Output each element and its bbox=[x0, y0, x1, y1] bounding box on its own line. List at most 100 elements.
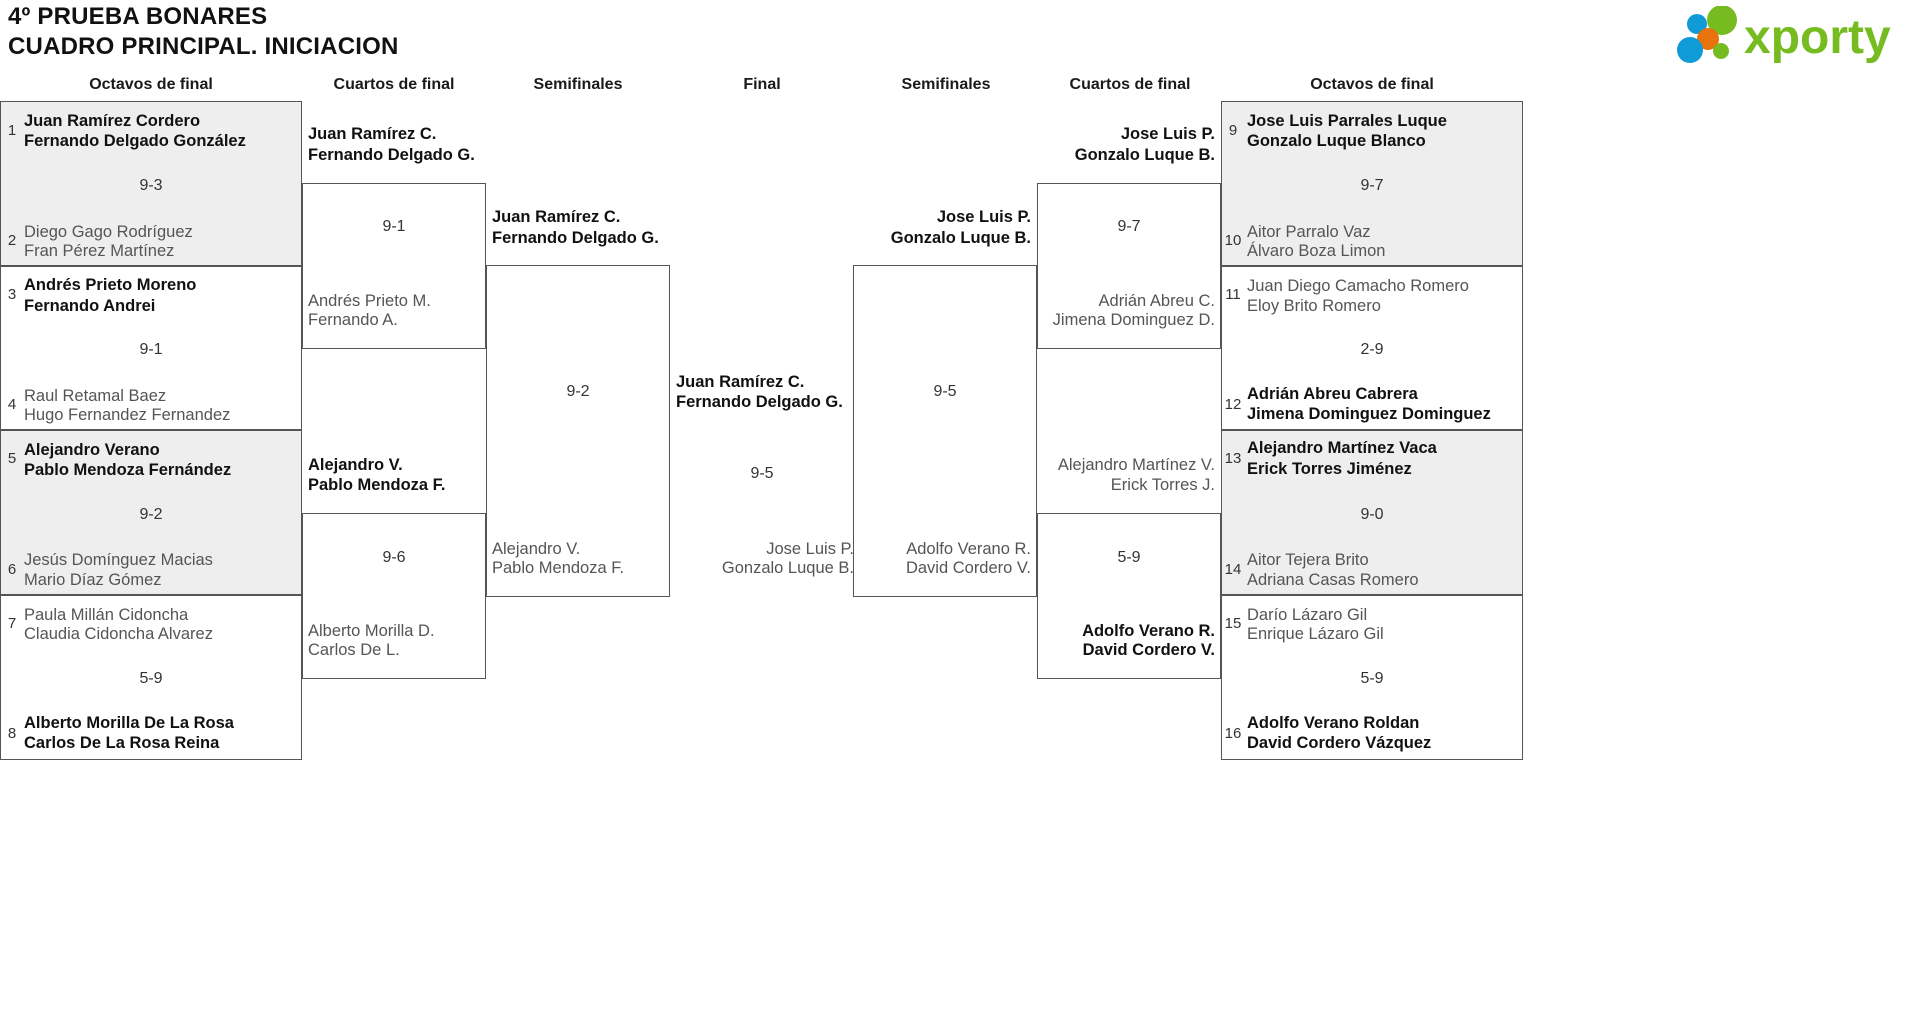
match-box-left-r16-1[interactable] bbox=[0, 101, 302, 266]
team-name: Aitor Tejera Brito bbox=[1247, 551, 1369, 569]
match-box-left-r16-2[interactable] bbox=[0, 266, 302, 430]
team-name: Adolfo Verano R. bbox=[1082, 622, 1215, 640]
team-name: David Cordero V. bbox=[1082, 641, 1215, 659]
round-header-left-r16: Octavos de final bbox=[89, 76, 213, 93]
seed-number: 9 bbox=[1228, 122, 1238, 139]
match-score: 9-1 bbox=[139, 341, 163, 358]
match-score: 5-9 bbox=[139, 670, 163, 687]
team-name: Enrique Lázaro Gil bbox=[1247, 625, 1384, 643]
team-name: Fran Pérez Martínez bbox=[24, 242, 175, 260]
seed-number: 1 bbox=[7, 122, 17, 139]
seed-number: 5 bbox=[7, 450, 17, 467]
team-name: Jose Luis Parrales Luque bbox=[1247, 112, 1447, 130]
match-score: 9-1 bbox=[382, 218, 406, 235]
team-name: Fernando A. bbox=[308, 311, 398, 329]
seed-number: 16 bbox=[1224, 725, 1242, 742]
team-name: Mario Díaz Gómez bbox=[24, 571, 162, 589]
team-name: Alberto Morilla De La Rosa bbox=[24, 714, 234, 732]
team-name: Jose Luis P. bbox=[1120, 125, 1215, 143]
final-runnerup-name: Gonzalo Luque B. bbox=[721, 559, 854, 577]
round-header-left-qf: Cuartos de final bbox=[333, 76, 455, 93]
seed-number: 15 bbox=[1224, 615, 1242, 632]
team-name: Alejandro Martínez V. bbox=[1057, 456, 1215, 474]
team-name: Alejandro V. bbox=[492, 540, 581, 558]
match-score: 9-5 bbox=[933, 383, 957, 400]
final-runnerup-name: Jose Luis P. bbox=[766, 540, 854, 558]
match-score: 9-2 bbox=[566, 383, 590, 400]
round-header-right-qf: Cuartos de final bbox=[1069, 76, 1191, 93]
team-name: Alejandro Martínez Vaca bbox=[1247, 439, 1437, 457]
title-line-2: CUADRO PRINCIPAL. INICIACION bbox=[8, 33, 399, 60]
match-score: 9-3 bbox=[139, 177, 163, 194]
team-name: Aitor Parralo Vaz bbox=[1247, 223, 1371, 241]
team-name: Adrián Abreu C. bbox=[1098, 292, 1215, 310]
page-title: 4º PRUEBA BONARES CUADRO PRINCIPAL. INIC… bbox=[8, 2, 399, 62]
team-name: Andrés Prieto M. bbox=[308, 292, 431, 310]
match-score: 5-9 bbox=[1360, 670, 1384, 687]
seed-number: 2 bbox=[7, 232, 17, 249]
match-box-right-r16-1[interactable] bbox=[1221, 101, 1523, 266]
team-name: Diego Gago Rodríguez bbox=[24, 223, 193, 241]
match-box-right-r16-3[interactable] bbox=[1221, 430, 1523, 595]
team-name: Fernando Delgado G. bbox=[308, 146, 475, 164]
match-box-left-sf[interactable] bbox=[486, 265, 670, 597]
seed-number: 13 bbox=[1224, 450, 1242, 467]
team-name: Pablo Mendoza F. bbox=[492, 559, 625, 577]
team-name: Fernando Delgado González bbox=[24, 132, 246, 150]
match-score: 9-7 bbox=[1360, 177, 1384, 194]
seed-number: 3 bbox=[7, 286, 17, 303]
team-name: Álvaro Boza Limon bbox=[1247, 242, 1386, 260]
team-name: Jimena Dominguez D. bbox=[1052, 311, 1215, 329]
team-name: Hugo Fernandez Fernandez bbox=[24, 406, 231, 424]
team-name: Erick Torres J. bbox=[1110, 476, 1215, 494]
match-box-right-r16-4[interactable] bbox=[1221, 595, 1523, 760]
match-box-right-qf-2[interactable] bbox=[1037, 513, 1221, 679]
match-box-right-sf[interactable] bbox=[853, 265, 1037, 597]
final-winner-name: Fernando Delgado G. bbox=[676, 393, 843, 411]
team-name: Adrián Abreu Cabrera bbox=[1247, 385, 1418, 403]
match-box-left-qf-1[interactable] bbox=[302, 183, 486, 349]
match-score: 9-0 bbox=[1360, 506, 1384, 523]
team-name: Gonzalo Luque B. bbox=[890, 229, 1031, 247]
seed-number: 14 bbox=[1224, 561, 1242, 578]
team-name: Gonzalo Luque Blanco bbox=[1247, 132, 1426, 150]
round-header-right-sf: Semifinales bbox=[901, 76, 991, 93]
match-box-left-qf-2[interactable] bbox=[302, 513, 486, 679]
seed-number: 4 bbox=[7, 396, 17, 413]
team-name: Gonzalo Luque B. bbox=[1074, 146, 1215, 164]
seed-number: 6 bbox=[7, 561, 17, 578]
team-name: Andrés Prieto Moreno bbox=[24, 276, 197, 294]
team-name: Alejandro Verano bbox=[24, 441, 160, 459]
match-box-left-r16-4[interactable] bbox=[0, 595, 302, 760]
match-score: 5-9 bbox=[1117, 549, 1141, 566]
team-name: Pablo Mendoza Fernández bbox=[24, 461, 232, 479]
team-name: Raul Retamal Baez bbox=[24, 387, 167, 405]
team-name: Fernando Andrei bbox=[24, 297, 156, 315]
team-name: David Cordero Vázquez bbox=[1247, 734, 1432, 752]
round-header-right-r16: Octavos de final bbox=[1310, 76, 1434, 93]
team-name: Jimena Dominguez Dominguez bbox=[1247, 405, 1491, 423]
team-name: Adolfo Verano R. bbox=[906, 540, 1031, 558]
match-box-left-r16-3[interactable] bbox=[0, 430, 302, 595]
team-name: Juan Ramírez Cordero bbox=[24, 112, 201, 130]
seed-number: 11 bbox=[1225, 286, 1241, 303]
title-line-1: 4º PRUEBA BONARES bbox=[8, 3, 268, 30]
team-name: Juan Diego Camacho Romero bbox=[1247, 277, 1469, 295]
match-box-right-r16-2[interactable] bbox=[1221, 266, 1523, 430]
seed-number: 8 bbox=[7, 725, 17, 742]
team-name: Eloy Brito Romero bbox=[1247, 297, 1381, 315]
team-name: Alejandro V. bbox=[308, 456, 403, 474]
match-box-right-qf-1[interactable] bbox=[1037, 183, 1221, 349]
team-name: Jose Luis P. bbox=[936, 208, 1031, 226]
team-name: Carlos De L. bbox=[308, 641, 400, 659]
team-name: Adolfo Verano Roldan bbox=[1247, 714, 1420, 732]
xporty-logo: xporty bbox=[1660, 6, 1910, 68]
team-name: Paula Millán Cidoncha bbox=[24, 606, 189, 624]
match-score: 9-7 bbox=[1117, 218, 1141, 235]
team-name: Pablo Mendoza F. bbox=[308, 476, 446, 494]
seed-number: 10 bbox=[1224, 232, 1242, 249]
team-name: David Cordero V. bbox=[905, 559, 1031, 577]
seed-number: 7 bbox=[7, 615, 17, 632]
team-name: Fernando Delgado G. bbox=[492, 229, 659, 247]
